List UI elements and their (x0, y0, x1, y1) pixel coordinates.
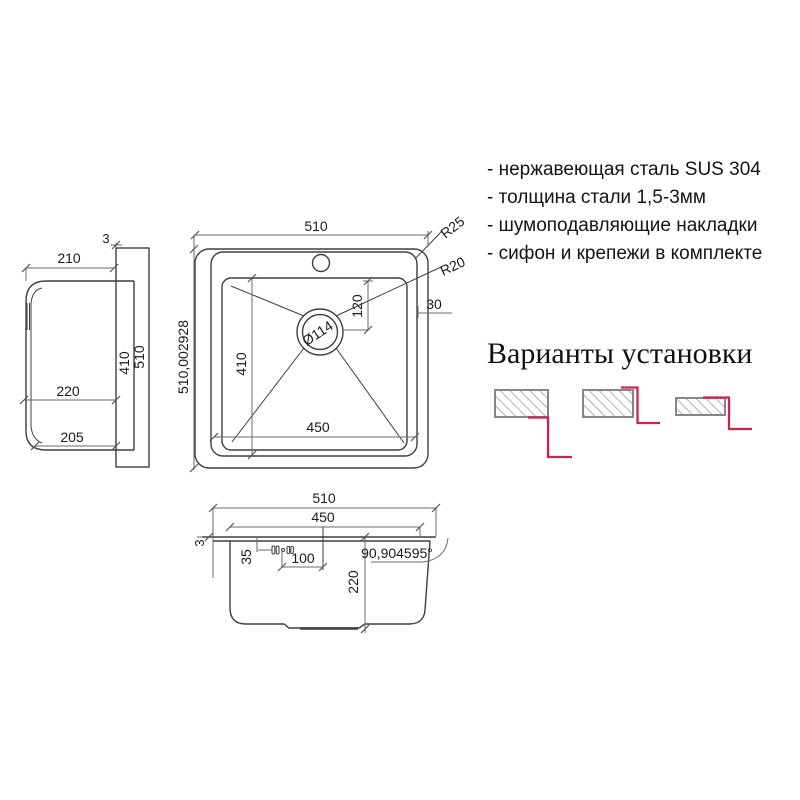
bowl-diagonals (230, 230, 443, 444)
install-option-topmount (582, 386, 660, 425)
mounting-clips (271, 545, 294, 555)
side-dimension-ticks (19, 240, 121, 451)
side-top-depth-label: 210 (57, 250, 81, 266)
section-bowl-width-label: 450 (311, 509, 335, 525)
faucet-offset-label: 100 (291, 550, 315, 566)
drain-offset-label: 120 (349, 294, 365, 318)
section-lip-label: 3 (192, 539, 207, 546)
top-width-label: 510 (304, 218, 328, 234)
bowl-height-label: 410 (233, 352, 249, 376)
side-overall-height-label: 510 (131, 345, 147, 369)
drain-inner-circle (301, 313, 339, 351)
side-lip-label: 3 (102, 231, 109, 246)
top-height-label: 510,002928 (175, 320, 191, 394)
section-dimension-ticks (204, 503, 441, 634)
bowl-width-label: 450 (306, 419, 330, 435)
install-option-undermount (494, 389, 572, 459)
section-width-label: 510 (312, 490, 336, 506)
section-depth-label: 220 (345, 570, 361, 594)
side-mid-depth-label: 220 (56, 383, 80, 399)
drain-outer-circle (296, 308, 344, 356)
top-outer-edge (194, 248, 429, 469)
side-bowl-outline (25, 280, 134, 451)
r25-leader (415, 230, 443, 259)
sink-rim-line (528, 416, 572, 459)
side-bowl-inner-wall (30, 287, 43, 444)
top-bowl-bottom-edge (221, 277, 408, 451)
top-rim-inner-edge (210, 251, 418, 457)
faucet-hole (311, 253, 331, 273)
corner-radius-inner-label: R20 (438, 253, 468, 278)
countertop-section (494, 389, 549, 418)
side-flange (115, 247, 150, 468)
spec-item-thickness: - толщина стали 1,5-3мм (487, 187, 706, 208)
countertop-section (675, 397, 726, 416)
spec-item-steel: - нержавеющая сталь SUS 304 (487, 159, 761, 180)
sink-rim-line (703, 396, 752, 431)
install-option-flushmount (675, 396, 752, 431)
wall-angle-label: 90,904595° (361, 545, 433, 561)
countertop-section (582, 389, 634, 418)
top-dimension-lines (193, 231, 452, 470)
installation-title: Варианты установки (487, 337, 753, 370)
section-view: 510 450 3 35 100 220 90,904595° (192, 490, 449, 634)
spec-item-soundproofing: - шумоподавляющие накладки (487, 215, 758, 236)
specs-list: - нержавеющая сталь SUS 304 - толщина ст… (487, 156, 777, 268)
side-dimension-lines (24, 243, 122, 447)
side-bowl-height-label: 410 (116, 351, 132, 375)
corner-radius-outer-label: R25 (437, 213, 467, 242)
installation-options (494, 386, 752, 459)
spec-item-siphon: - сифон и крепежи в комплекте (487, 243, 763, 264)
clip-offset-label: 35 (238, 549, 254, 565)
sink-rim-line (621, 386, 660, 425)
section-dimension-lines (197, 507, 449, 633)
top-view: 510 510,002928 410 450 120 30 Ø114 R25 R… (175, 213, 468, 473)
top-dimension-ticks (189, 230, 433, 473)
side-bottom-depth-label: 205 (60, 429, 84, 445)
rim-width-label: 30 (426, 296, 442, 312)
drain-diameter-label: Ø114 (299, 317, 336, 349)
side-view: 3 210 220 205 410 510 (19, 231, 150, 468)
